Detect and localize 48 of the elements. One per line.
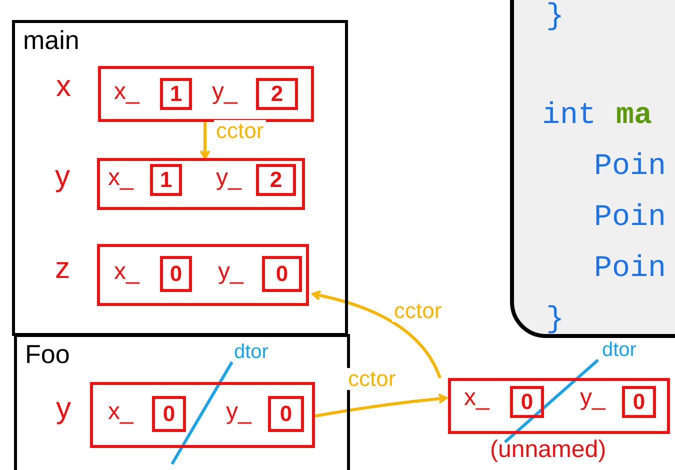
variable-name: z	[55, 254, 70, 284]
arrow	[314, 393, 448, 418]
code-text: }	[546, 305, 564, 335]
variable-name: y_	[212, 80, 238, 104]
frame-name: Foo	[25, 341, 70, 367]
variable-name: x_	[108, 400, 134, 424]
code-text: int	[542, 101, 596, 131]
object-box	[98, 66, 314, 122]
object-box	[448, 378, 670, 434]
value-box: 2	[256, 164, 296, 196]
code-text: }	[546, 2, 564, 32]
frame-name: main	[23, 27, 80, 53]
variable-name: y_	[580, 386, 606, 410]
variable-name: x_	[114, 80, 140, 104]
variable-name: y	[56, 394, 71, 424]
value-box: 2	[256, 78, 298, 110]
arrow	[312, 290, 442, 379]
object-box	[97, 158, 305, 210]
variable-name: x	[56, 72, 71, 102]
variable-name: (unnamed)	[490, 438, 606, 462]
code-text: Poin	[594, 203, 666, 233]
function-name: ma	[616, 101, 652, 131]
destructor-label: dtor	[234, 342, 268, 362]
variable-name: y_	[216, 166, 242, 190]
value-box: 0	[152, 396, 186, 432]
variable-name: y_	[226, 400, 252, 424]
value-box: 1	[160, 78, 192, 110]
code-text: Poin	[594, 254, 666, 284]
variable-name: y	[55, 162, 70, 192]
stack-frame	[12, 20, 348, 336]
value-box: 0	[622, 386, 656, 418]
object-box	[97, 244, 309, 306]
variable-name: x_	[108, 166, 134, 190]
value-box: 0	[510, 386, 544, 418]
variable-name: y_	[218, 260, 244, 284]
value-box: 0	[268, 396, 304, 432]
stack-frame	[14, 334, 350, 470]
arrow	[200, 122, 210, 160]
value-box: 0	[160, 256, 192, 292]
code-text: Poin	[594, 152, 666, 182]
value-box: 0	[262, 256, 302, 292]
variable-name: x_	[114, 260, 140, 284]
destructor-label: dtor	[602, 340, 636, 360]
variable-name: x_	[464, 386, 490, 410]
object-box	[90, 382, 315, 448]
code-panel	[510, 0, 675, 338]
value-box: 1	[150, 164, 182, 196]
edge-label: cctor	[346, 368, 398, 390]
